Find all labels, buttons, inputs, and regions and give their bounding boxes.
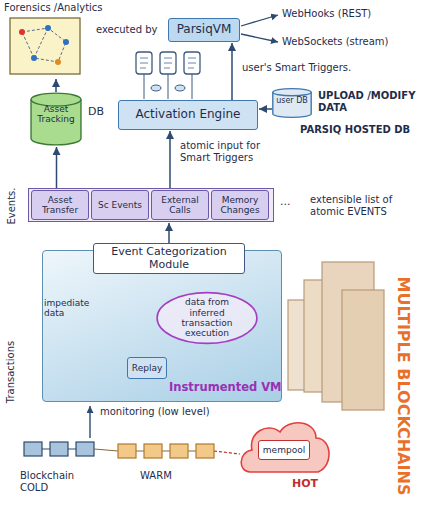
cylinder-rim [273, 92, 311, 96]
sketch-dot [55, 59, 61, 65]
output-label: WebSockets (stream) [282, 36, 422, 48]
node-label: Memory Changes [216, 195, 264, 216]
database-cylinder: user DB [272, 88, 312, 118]
node-heading: DB [88, 106, 104, 119]
output-arrow [241, 15, 278, 26]
graph-sketch [4, 2, 116, 78]
sketch-dot [19, 29, 25, 35]
ellipse-outline [157, 293, 257, 344]
note-text: extensible list of atomic EVENTS [310, 194, 404, 217]
node-label: Asset Transfer [36, 195, 84, 216]
side-title: MULTIPLE BLOCKCHAINS [392, 261, 412, 511]
event-cell: Sc Events [91, 190, 149, 220]
node-label: data from inferred transaction execution [167, 297, 247, 338]
node-label: Activation Engine [135, 108, 240, 122]
warm-block [196, 444, 214, 458]
node-label: External Calls [156, 195, 204, 216]
event-cell: Asset Transfer [31, 190, 89, 220]
data-ellipse: data from inferred transaction execution [155, 291, 259, 345]
note-text: PARSIQ HOSTED DB [300, 124, 424, 136]
cylinder-body [273, 89, 311, 118]
process-box: ParsiqVM [168, 18, 240, 42]
mempool-box: mempool [258, 440, 310, 460]
node-label: Asset Tracking [32, 104, 80, 125]
note-text: monitoring (low level) [100, 406, 230, 418]
cloud-shape [236, 416, 332, 508]
sketch-frame [10, 18, 80, 74]
database-cylinder: Asset TrackingDB [30, 92, 82, 146]
mini-db [151, 85, 161, 91]
warm-block [144, 444, 162, 458]
flow-arrow [168, 223, 170, 243]
cold-block [76, 442, 94, 456]
chain-tile [342, 290, 384, 410]
event-cell: Memory Changes [211, 190, 269, 220]
node-label: ParsiqVM [177, 23, 232, 37]
analytics-sketch: Forensics /Analytics [4, 2, 116, 78]
node-label: Event Categorization Module [98, 246, 240, 271]
monitoring-arrow [89, 406, 90, 438]
cold-block [50, 442, 68, 456]
node-label: user DB [276, 96, 308, 105]
output-arrow [241, 34, 278, 42]
flow-arrow [231, 43, 233, 100]
chain-label: WARM [140, 470, 190, 482]
node-heading: Instrumented VM [169, 381, 282, 394]
flow-arrow [55, 79, 57, 92]
node-heading: Events. [6, 183, 20, 229]
flow-arrow [56, 147, 58, 190]
sketch-dot [63, 39, 69, 45]
process-box: Replay [127, 357, 167, 379]
node-label: Sc Events [98, 200, 142, 210]
trigger-lines [140, 58, 196, 68]
axis-label: Transactions [5, 336, 19, 408]
output-label: WebHooks (REST) [282, 8, 412, 20]
event-band: Events.Asset TransferSc EventsExternal C… [28, 188, 274, 222]
process-box: Activation Engine [118, 100, 258, 130]
note-text: UPLOAD /MODIFY DATA [318, 90, 424, 113]
flow-arrow [259, 108, 272, 110]
node-label: mempool [263, 445, 305, 455]
chain-label: Blockchain COLD [20, 470, 92, 493]
note-text: user's Smart Triggers. [242, 62, 382, 74]
mini-db [175, 85, 185, 91]
cylinder-body [31, 93, 81, 145]
flow-arrow [169, 131, 171, 188]
ellipsis: ... [280, 196, 302, 209]
chain-link [214, 451, 240, 454]
node-heading: HOT [292, 478, 318, 491]
event-cell: External Calls [151, 190, 209, 220]
note-text: executed by [96, 24, 166, 36]
note-text: impediate data [44, 298, 96, 319]
warm-block [118, 444, 136, 458]
sketch-dot [31, 55, 37, 61]
sketch-dot [45, 25, 51, 31]
warm-block [170, 444, 188, 458]
node-label: Forensics /Analytics [4, 2, 116, 14]
sketch-links [22, 28, 66, 62]
trigger-link [144, 74, 192, 99]
node-label: Replay [132, 363, 162, 373]
hot-cloud: HOT mempool [236, 416, 332, 508]
cloud-outline [241, 423, 329, 472]
cold-block [24, 442, 42, 456]
vm-panel: Instrumented VMEvent Categorization Modu… [42, 250, 282, 402]
process-box: Event Categorization Module [93, 243, 245, 274]
note-text: atomic input for Smart Triggers [180, 140, 286, 163]
